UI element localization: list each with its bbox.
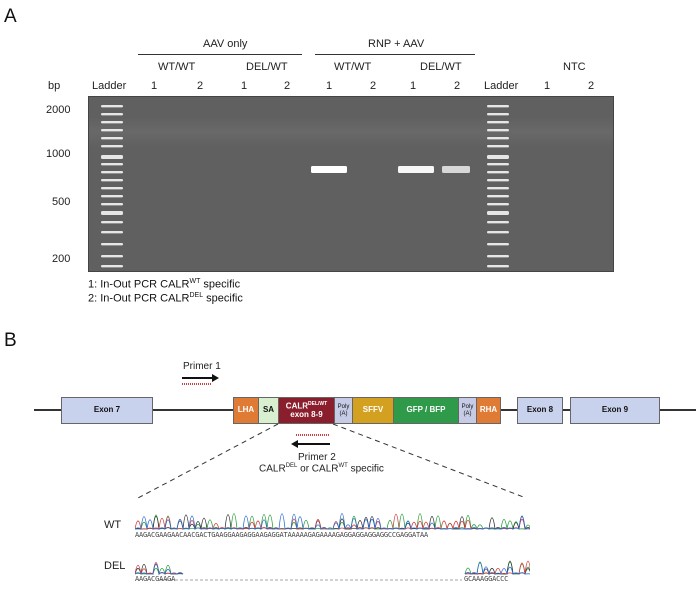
lane-number: 1 xyxy=(241,80,248,92)
ladder-band xyxy=(487,121,509,124)
ladder-band xyxy=(487,221,509,224)
ladder-band xyxy=(487,211,509,215)
ntc-label: NTC xyxy=(563,61,586,73)
wt-trace-label: WT xyxy=(104,519,122,531)
ladder-band xyxy=(101,179,123,182)
ladder-band xyxy=(487,145,509,148)
primer-1-arrow-icon xyxy=(182,374,219,385)
legend-line-1: 1: In-Out PCR CALRWT specific xyxy=(88,278,241,291)
lane-number: 1 xyxy=(151,80,158,92)
legend-line-2: 2: In-Out PCR CALRDEL specific xyxy=(88,292,243,305)
ladder-label-right: Ladder xyxy=(484,80,519,92)
trace-peaks xyxy=(464,560,530,575)
ladder-band xyxy=(487,129,509,132)
ladder-band xyxy=(487,265,509,268)
panel-label-a: A xyxy=(4,6,17,27)
lane-number: 2 xyxy=(588,80,595,92)
ladder-label-left: Ladder xyxy=(92,80,127,92)
ladder-band xyxy=(101,163,123,166)
ladder-band xyxy=(101,221,123,224)
primer-2-specificity: CALRDEL or CALRWT specific xyxy=(259,463,384,475)
exon-8-box: Exon 8 xyxy=(517,397,563,424)
gel-image xyxy=(88,96,614,272)
ladder-band xyxy=(101,187,123,190)
exon-9-box: Exon 9 xyxy=(570,397,660,424)
ladder-band xyxy=(487,171,509,174)
wt-sequence: AAGACGAAGAACAACGACTGAAGGAAGAGGAAGAGGATAA… xyxy=(135,531,429,539)
trace-peaks xyxy=(464,562,530,575)
ladder-band xyxy=(487,105,509,108)
ladder-band xyxy=(101,265,123,268)
pcr-band xyxy=(311,166,347,173)
primer-1-label: Primer 1 xyxy=(183,361,221,372)
bp-marker: 200 xyxy=(52,253,71,265)
ladder-band xyxy=(101,129,123,132)
ladder-band xyxy=(487,155,509,159)
subgroup-label: DEL/WT xyxy=(246,61,288,73)
bp-marker: 500 xyxy=(52,196,71,208)
ladder-band xyxy=(101,121,123,124)
ladder-band xyxy=(101,211,123,215)
ladder-band xyxy=(487,231,509,234)
ladder-band xyxy=(101,145,123,148)
ladder-band xyxy=(487,137,509,140)
wt-chromatogram xyxy=(135,513,530,530)
primer-2-arrow-icon xyxy=(291,434,330,448)
bp-marker: 1000 xyxy=(46,148,71,160)
ladder-band xyxy=(101,231,123,234)
ladder-band xyxy=(101,171,123,174)
trace-peaks xyxy=(135,563,184,575)
ladder-band xyxy=(487,195,509,198)
del-chromatogram xyxy=(135,560,530,575)
trace-peaks xyxy=(135,513,530,530)
lane-number: 2 xyxy=(454,80,461,92)
ladder-band xyxy=(101,203,123,206)
exon-7-box: Exon 7 xyxy=(61,397,153,424)
ladder-band xyxy=(101,113,123,116)
ladder-band xyxy=(487,255,509,258)
primer-2-label: Primer 2 xyxy=(298,452,336,463)
subgroup-label: WT/WT xyxy=(334,61,372,73)
calr-exon-box: CALRDEL/WT exon 8-9 xyxy=(278,397,335,424)
panel-label-b: B xyxy=(4,330,17,351)
ladder-band xyxy=(487,203,509,206)
ladder-band xyxy=(487,163,509,166)
ladder-band xyxy=(487,187,509,190)
bp-marker: 2000 xyxy=(46,104,71,116)
sa-box: SA xyxy=(258,397,279,424)
lane-number: 1 xyxy=(410,80,417,92)
lane-number: 2 xyxy=(370,80,377,92)
ladder-band xyxy=(101,255,123,258)
bp-label: bp xyxy=(48,80,61,92)
gel-bands xyxy=(101,105,509,268)
subgroup-label: WT/WT xyxy=(158,61,196,73)
del-sequence-right: GCAAAGGACCC xyxy=(464,575,509,583)
ladder-band xyxy=(101,105,123,108)
ladder-band xyxy=(487,243,509,246)
ladder-band xyxy=(101,137,123,140)
group-underline-aav-only xyxy=(138,54,302,55)
rha-box: RHA xyxy=(476,397,501,424)
subgroup-label: DEL/WT xyxy=(420,61,462,73)
lane-number: 1 xyxy=(544,80,551,92)
del-sequence-left: AAGACGAAGA xyxy=(135,575,176,583)
ladder-band xyxy=(101,243,123,246)
ladder-band xyxy=(487,179,509,182)
gel-well-glow xyxy=(89,117,613,147)
pcr-band xyxy=(398,166,434,173)
group-underline-rnp-aav xyxy=(315,54,475,55)
lane-number: 2 xyxy=(284,80,291,92)
pcr-band xyxy=(442,166,470,173)
lha-box: LHA xyxy=(233,397,259,424)
lane-number: 1 xyxy=(326,80,333,92)
ladder-band xyxy=(487,113,509,116)
ladder-band xyxy=(101,155,123,159)
group-label-rnp-aav: RNP + AAV xyxy=(368,38,425,50)
lane-number: 2 xyxy=(197,80,204,92)
ladder-band xyxy=(101,195,123,198)
group-label-aav-only: AAV only xyxy=(203,38,248,50)
del-trace-label: DEL xyxy=(104,560,126,572)
